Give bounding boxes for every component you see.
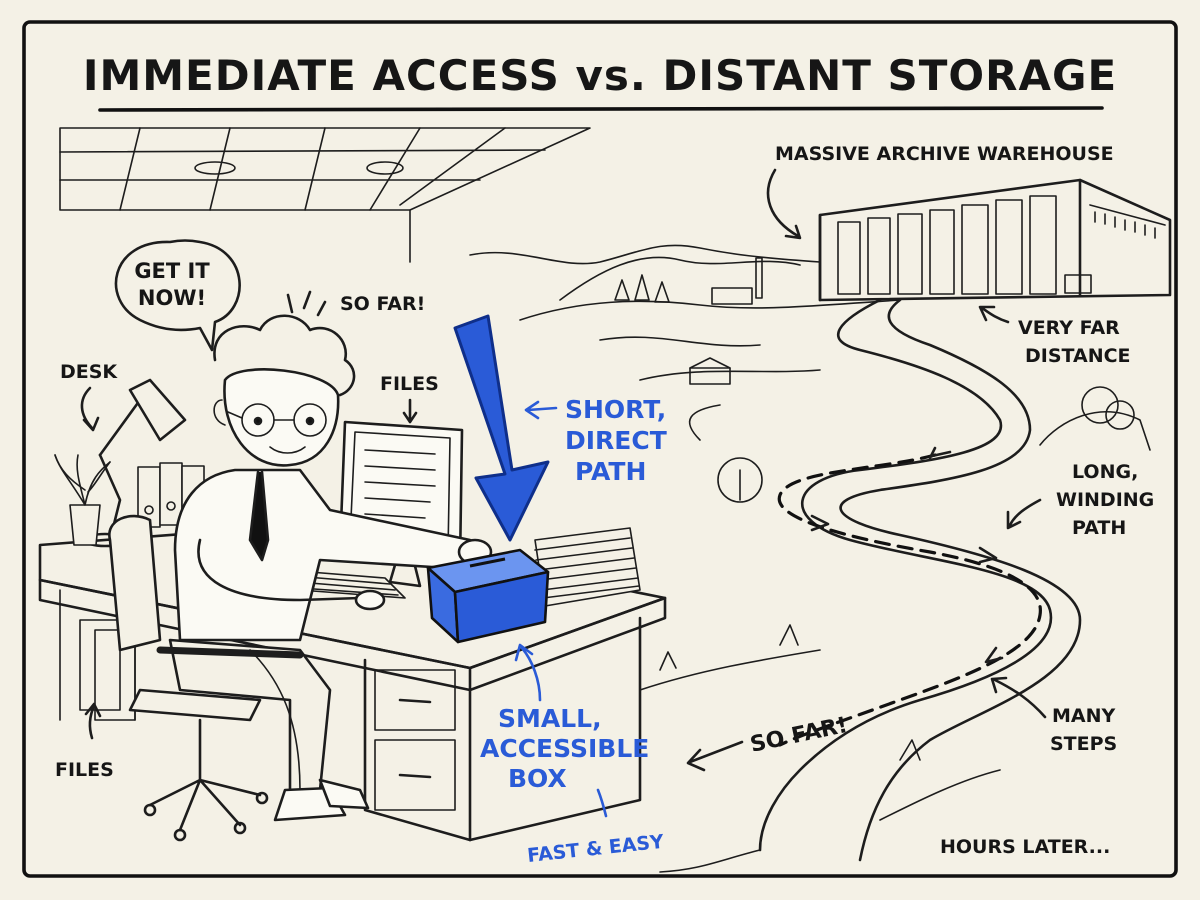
archive-warehouse	[818, 178, 1172, 302]
short-path-label-2: DIRECT	[565, 426, 667, 455]
fast-easy-label: FAST & EASY	[526, 831, 665, 867]
short-path-label-1: SHORT,	[565, 395, 666, 424]
far-distance-label-1: VERY FAR	[1018, 317, 1120, 339]
ceiling-grid	[59, 127, 591, 263]
direct-path-arrow	[453, 314, 550, 542]
label-arrows	[80, 168, 1047, 740]
bubble-line-2: NOW!	[138, 286, 206, 310]
many-steps-label-2: STEPS	[1050, 733, 1117, 755]
speech-bubble	[114, 239, 241, 352]
many-steps-label-1: MANY	[1052, 705, 1116, 727]
blue-label-arrows	[514, 400, 608, 818]
far-distance-label-2: DISTANCE	[1025, 345, 1131, 367]
files-desk-label: FILES	[380, 373, 439, 395]
warehouse-label: MASSIVE ARCHIVE WAREHOUSE	[775, 143, 1114, 165]
excitement-marks	[286, 290, 327, 317]
files-floor-label: FILES	[55, 759, 114, 781]
return-arrow	[686, 740, 744, 772]
dashed-route	[777, 453, 1042, 747]
short-path-label-3: PATH	[575, 457, 646, 486]
desk-label: DESK	[60, 361, 118, 383]
landscape	[469, 244, 1151, 821]
winding-label-3: PATH	[1072, 517, 1126, 539]
office-worker	[156, 314, 493, 822]
winding-road	[659, 298, 1082, 873]
office-chair	[108, 514, 269, 842]
hours-later-label: HOURS LATER...	[940, 836, 1110, 858]
so-far-path-label: SO FAR!	[748, 713, 850, 758]
bubble-line-1: GET IT	[134, 259, 210, 283]
winding-label-1: LONG,	[1072, 461, 1138, 483]
box-label-1: SMALL,	[498, 704, 602, 733]
box-label-2: ACCESSIBLE	[480, 734, 649, 763]
box-label-3: BOX	[508, 764, 567, 793]
title-underline	[98, 106, 1104, 112]
desk-lamp	[83, 378, 187, 548]
title: IMMEDIATE ACCESS vs. DISTANT STORAGE	[83, 51, 1117, 100]
potted-plant	[54, 454, 111, 546]
panel-border	[22, 20, 1178, 878]
accessible-box	[426, 548, 550, 644]
winding-label-2: WINDING	[1056, 489, 1154, 511]
so-far-top-label: SO FAR!	[340, 293, 425, 315]
